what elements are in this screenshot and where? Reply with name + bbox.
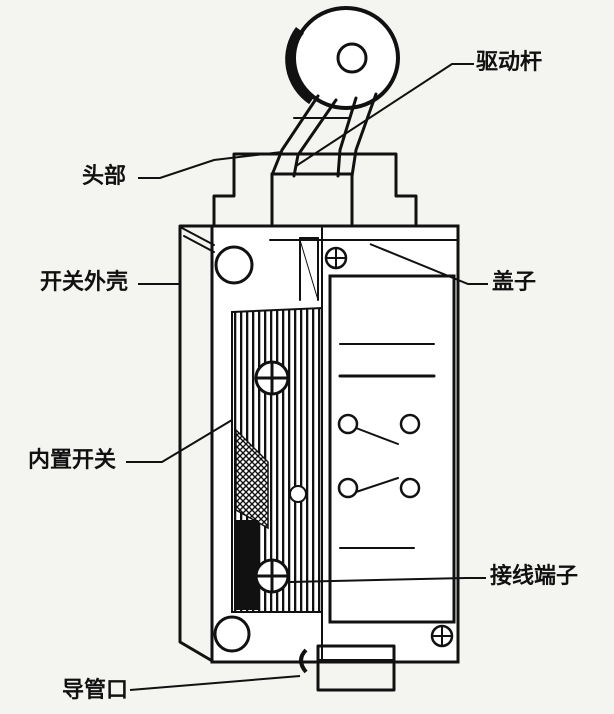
- leader-lines: [126, 63, 488, 691]
- label-cover: 盖子: [492, 270, 537, 295]
- head: [212, 152, 418, 230]
- label-internal-switch: 内置开关: [28, 448, 117, 473]
- conduit-port: [299, 644, 396, 692]
- screw-icon: [254, 360, 290, 396]
- cover-screw-icon: [324, 246, 348, 270]
- label-head: 头部: [82, 164, 127, 189]
- internal-switch: [231, 306, 323, 613]
- contact-terminals: [337, 413, 421, 499]
- roller-wheel: [285, 6, 400, 110]
- label-conduit-port: 导管口: [62, 678, 129, 703]
- label-switch-housing: 开关外壳: [40, 270, 129, 295]
- terminal-screw-icon: [254, 558, 290, 594]
- label-terminal: 接线端子: [490, 564, 579, 589]
- label-drive-lever: 驱动杆: [476, 50, 543, 75]
- cover: [328, 274, 456, 624]
- cover-screw-icon: [430, 624, 454, 648]
- mounting-holes: [213, 245, 254, 653]
